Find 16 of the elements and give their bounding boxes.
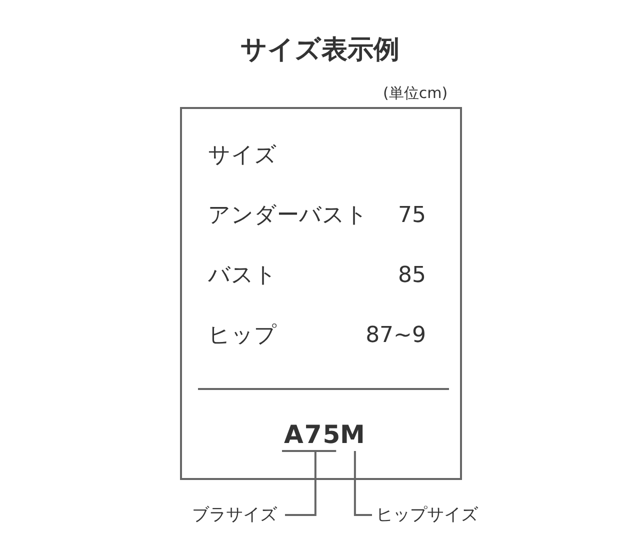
field-name: アンダーバスト bbox=[208, 203, 368, 229]
callout-text: ブラサイズ bbox=[192, 503, 277, 527]
field-name: サイズ bbox=[208, 143, 277, 169]
diagram-title: サイズ表示例 bbox=[240, 34, 400, 67]
leader-line bbox=[354, 451, 372, 516]
field-value: 87~9 bbox=[366, 323, 426, 349]
unit-note: (単位cm) bbox=[383, 84, 448, 103]
field-value: 85 bbox=[398, 263, 426, 289]
size-label-card bbox=[180, 107, 462, 480]
callout-text: ヒップサイズ bbox=[376, 503, 478, 527]
field-value: 75 bbox=[398, 203, 426, 229]
size-code-part: A75 bbox=[284, 420, 342, 450]
size-code-part: M bbox=[340, 420, 366, 450]
field-name: ヒップ bbox=[208, 323, 277, 349]
field-name: バスト bbox=[208, 263, 277, 289]
leader-line bbox=[281, 450, 338, 516]
